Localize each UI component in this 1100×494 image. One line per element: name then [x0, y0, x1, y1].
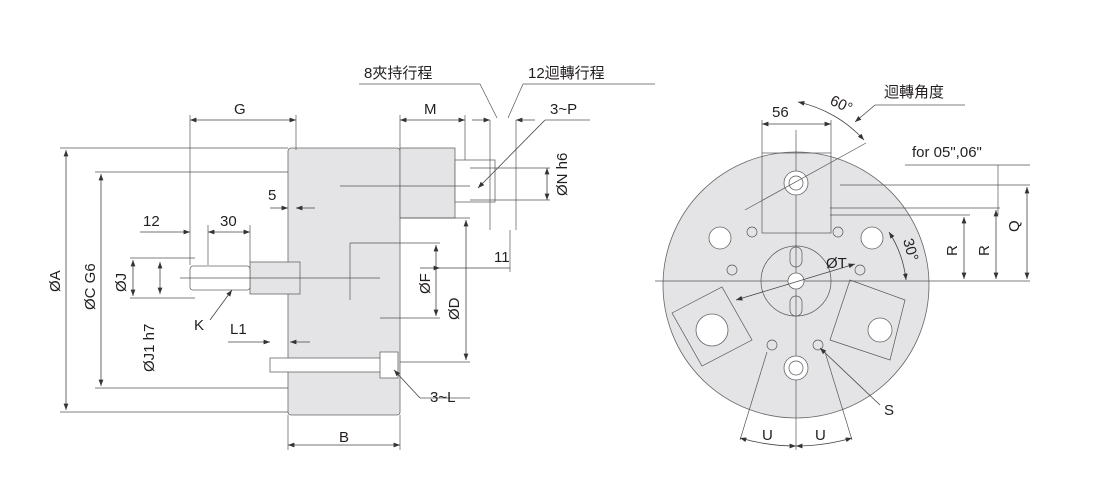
- dim-J1: ØJ1 h7: [141, 324, 158, 372]
- dim-5: 5: [268, 187, 276, 204]
- dim-M: M: [424, 101, 437, 118]
- right-jaw: [829, 279, 906, 361]
- dim-C: ØC G6: [82, 263, 99, 310]
- dim-D: ØD: [446, 297, 463, 320]
- dim-R-1: R: [944, 245, 961, 256]
- rotate-stroke-label: 12迴轉行程: [528, 65, 605, 82]
- clamp-stroke-label: 8夾持行程: [364, 65, 432, 82]
- dim-12: 12: [143, 213, 160, 230]
- dim-30: 30: [220, 213, 237, 230]
- dim-L: 3~L: [430, 389, 455, 406]
- bolt: [269, 357, 396, 373]
- dim-R-2: R: [976, 245, 993, 256]
- top-jaw: [761, 152, 832, 234]
- dim-L1: L1: [230, 321, 247, 338]
- bolt-head: [379, 351, 399, 379]
- dim-G: G: [234, 101, 246, 118]
- rotation-angle-label: 迴轉角度: [884, 84, 944, 101]
- front-view: 迴轉角度 56 60° for 05",06" 30° ØT R R Q S U…: [655, 84, 1030, 450]
- dim-J: ØJ: [113, 273, 130, 292]
- side-view: 8夾持行程 12迴轉行程 G M 3~P ØN h6 5 12 30 11 ØA…: [47, 65, 655, 450]
- dim-N: ØN h6: [554, 153, 571, 196]
- upper-block: [399, 147, 456, 219]
- dim-60-deg: 60°: [827, 92, 855, 117]
- dim-30-deg: 30°: [899, 237, 921, 263]
- dim-11: 11: [494, 249, 510, 266]
- dim-P: 3~P: [550, 101, 577, 118]
- dim-Q: Q: [1006, 220, 1023, 232]
- dim-A: ØA: [47, 270, 64, 292]
- left-jaw: [671, 286, 753, 367]
- jaw-part: [454, 159, 496, 203]
- dim-F: ØF: [417, 273, 434, 294]
- dim-U-2: U: [815, 427, 826, 444]
- models-note: for 05",06": [912, 144, 982, 161]
- dim-U-1: U: [762, 427, 773, 444]
- dim-K: K: [194, 317, 204, 334]
- dim-B: B: [339, 429, 349, 446]
- dim-S: S: [884, 402, 894, 419]
- dim-T: ØT: [826, 255, 847, 272]
- dim-56: 56: [772, 104, 789, 121]
